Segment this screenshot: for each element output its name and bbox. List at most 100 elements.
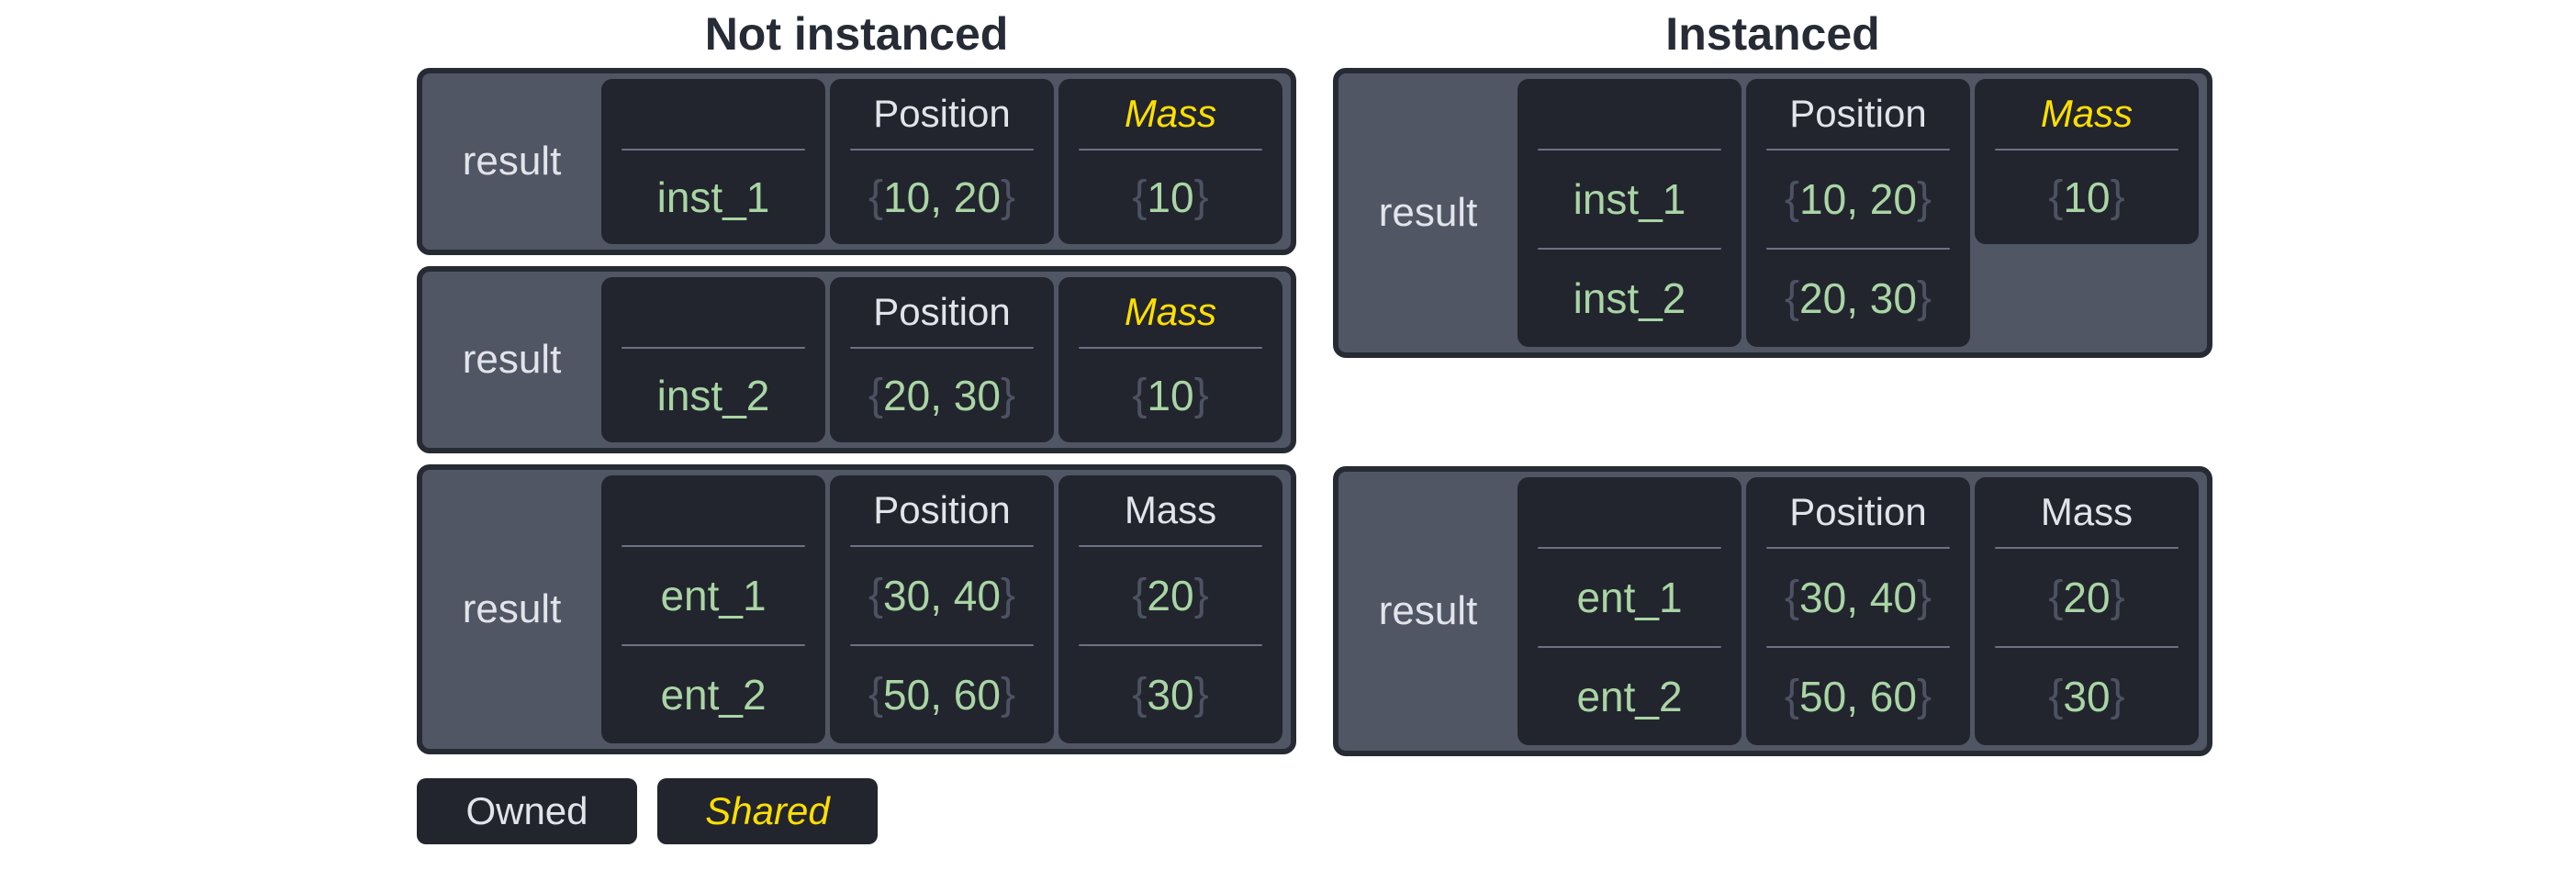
value-row: {10, 20}: [868, 173, 1015, 221]
row-divider: [1079, 347, 1262, 349]
row-divider: [1995, 646, 2178, 648]
value-row: {10, 20}: [1785, 174, 1932, 223]
result-label: result: [462, 139, 562, 184]
value-row: {50, 60}: [1785, 672, 1932, 720]
column-header: Position: [1789, 490, 1927, 533]
value-row: {30, 40}: [868, 571, 1015, 619]
result-label: result: [1378, 588, 1478, 633]
entity-name: inst_1: [1573, 175, 1686, 223]
entity-column: ent_1 ent_2: [601, 475, 825, 743]
column-header: [1518, 477, 1742, 547]
result-label: result: [462, 586, 562, 631]
result-table-entities: result ent_1 ent_2 Position {30, 40} {50…: [1333, 466, 2212, 756]
column-header: Position: [1789, 92, 1927, 135]
result-table-inst-2: result inst_2 Position {20, 30} Mass {10…: [417, 266, 1296, 453]
result-table-inst-1: result inst_1 Position {10, 20} Mass {10…: [417, 68, 1296, 255]
result-table-entities: result ent_1 ent_2 Position {30, 40} {50…: [417, 464, 1296, 754]
value-row: ent_1: [1518, 549, 1742, 646]
component-value: 20, 30: [1799, 274, 1917, 322]
component-value: 10, 20: [1799, 175, 1917, 223]
entity-name: inst_1: [656, 173, 770, 221]
row-divider: [622, 149, 805, 151]
value-row: ent_1: [601, 547, 825, 644]
mass-column: Mass {20} {30}: [1058, 475, 1282, 743]
column-header-shared: Mass: [2040, 92, 2134, 135]
value-row: ent_2: [601, 646, 825, 743]
value-row: {20}: [1132, 571, 1209, 619]
entity-column: ent_1 ent_2: [1518, 477, 1742, 745]
mass-column: Mass {20} {30}: [1975, 477, 2199, 745]
component-value: 50, 60: [883, 671, 1001, 719]
component-value: 10: [1147, 173, 1194, 221]
component-value: 20: [1147, 572, 1194, 619]
component-value: 30: [1147, 671, 1194, 719]
legend: Owned Shared: [417, 778, 1296, 844]
value-row: {30, 40}: [1785, 573, 1932, 621]
row-divider: [850, 347, 1034, 349]
row-divider: [622, 644, 805, 646]
column-header: [601, 277, 825, 347]
column-header-shared: Mass: [1124, 92, 1217, 135]
entity-column: inst_1 inst_2: [1518, 79, 1742, 347]
column-header: Position: [873, 92, 1011, 135]
section-instanced: Instanced result inst_1 inst_2 Position …: [1333, 0, 2212, 767]
row-divider: [622, 545, 805, 547]
row-divider: [1766, 248, 1950, 250]
component-value: 20: [2063, 574, 2111, 621]
column-header: Mass: [2040, 490, 2134, 533]
row-divider: [622, 347, 805, 349]
position-column: Position {10, 20}: [830, 79, 1054, 244]
section-title: Not instanced: [704, 8, 1009, 60]
row-divider: [1995, 149, 2178, 151]
row-divider: [1766, 149, 1950, 151]
entity-column: inst_1: [601, 79, 825, 244]
legend-owned-chip: Owned: [417, 778, 637, 844]
column-header: [1518, 79, 1742, 149]
column-header: Mass: [1124, 488, 1217, 531]
value-row: {20}: [2048, 573, 2125, 621]
component-value: 50, 60: [1799, 673, 1917, 720]
column-header: [601, 79, 825, 149]
value-row: {50, 60}: [868, 670, 1015, 719]
position-column: Position {30, 40} {50, 60}: [1746, 477, 1970, 745]
entity-name: inst_2: [1573, 274, 1686, 322]
component-value: 10: [2063, 173, 2111, 221]
entity-name: ent_2: [660, 671, 767, 719]
mass-column-shared-single: Mass {10}: [1975, 79, 2199, 244]
value-row: {10}: [2048, 173, 2125, 221]
value-row: {30}: [1132, 670, 1209, 719]
value-row: {10}: [1132, 371, 1209, 419]
column-header: [601, 475, 825, 545]
component-value: 10, 20: [883, 173, 1001, 221]
component-value: 20, 30: [883, 372, 1001, 419]
entity-name: ent_1: [660, 572, 767, 619]
component-value: 30, 40: [1799, 574, 1917, 621]
value-row: {20, 30}: [1785, 273, 1932, 322]
entity-name: inst_2: [656, 372, 770, 419]
row-divider: [850, 644, 1034, 646]
component-value: 30: [2063, 673, 2111, 720]
result-label: result: [1378, 190, 1478, 235]
row-divider: [1766, 646, 1950, 648]
column-header: Position: [873, 488, 1011, 531]
row-divider: [1538, 646, 1721, 648]
entity-column: inst_2: [601, 277, 825, 442]
position-column: Position {10, 20} {20, 30}: [1746, 79, 1970, 347]
value-row: inst_1: [601, 151, 825, 244]
position-column: Position {30, 40} {50, 60}: [830, 475, 1054, 743]
result-label: result: [462, 337, 562, 382]
row-divider: [1079, 644, 1262, 646]
row-divider: [1079, 545, 1262, 547]
entity-name: ent_2: [1576, 673, 1683, 720]
component-value: 10: [1147, 372, 1194, 419]
position-column: Position {20, 30}: [830, 277, 1054, 442]
column-header: Position: [873, 290, 1011, 333]
row-divider: [850, 545, 1034, 547]
row-divider: [1538, 149, 1721, 151]
mass-column: Mass {10}: [1058, 277, 1282, 442]
section-title: Instanced: [1665, 8, 1880, 60]
section-not-instanced: Not instanced result inst_1 Position {10…: [417, 0, 1296, 844]
value-row: ent_2: [1518, 648, 1742, 745]
value-row: {30}: [2048, 672, 2125, 720]
mass-column: Mass {10}: [1058, 79, 1282, 244]
